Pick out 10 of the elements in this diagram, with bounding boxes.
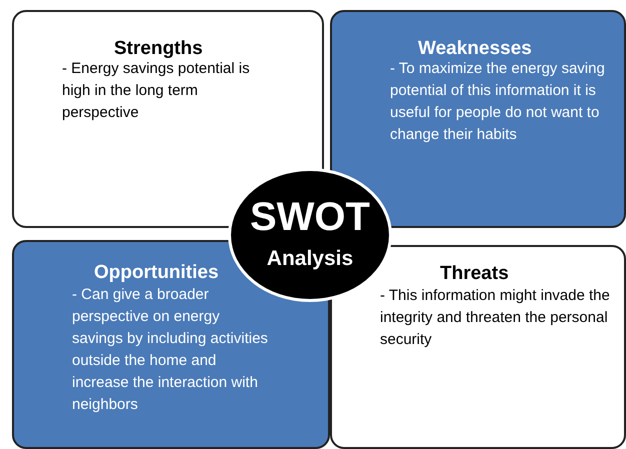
quadrant-heading: Strengths [114, 38, 203, 60]
quadrant-text: - To maximize the energy saving potential of this information it is useful for people do not want to change their habits [390, 59, 606, 145]
quadrant-text: - Can give a broader perspective on energy savings by including activities outside the home and increase the interaction with neighbors [72, 285, 269, 415]
quadrant-heading: Opportunities [94, 262, 219, 284]
quadrant-heading: Threats [440, 263, 509, 285]
center-subtitle: Analysis [266, 247, 354, 271]
quadrant-heading: Weaknesses [418, 38, 532, 60]
quadrant-text: - This information might invade the integrity and threaten the personal security [380, 286, 611, 350]
quadrant-text: - Energy savings potential is high in the long term perspective [62, 59, 251, 123]
center-title: SWOT [249, 195, 371, 240]
